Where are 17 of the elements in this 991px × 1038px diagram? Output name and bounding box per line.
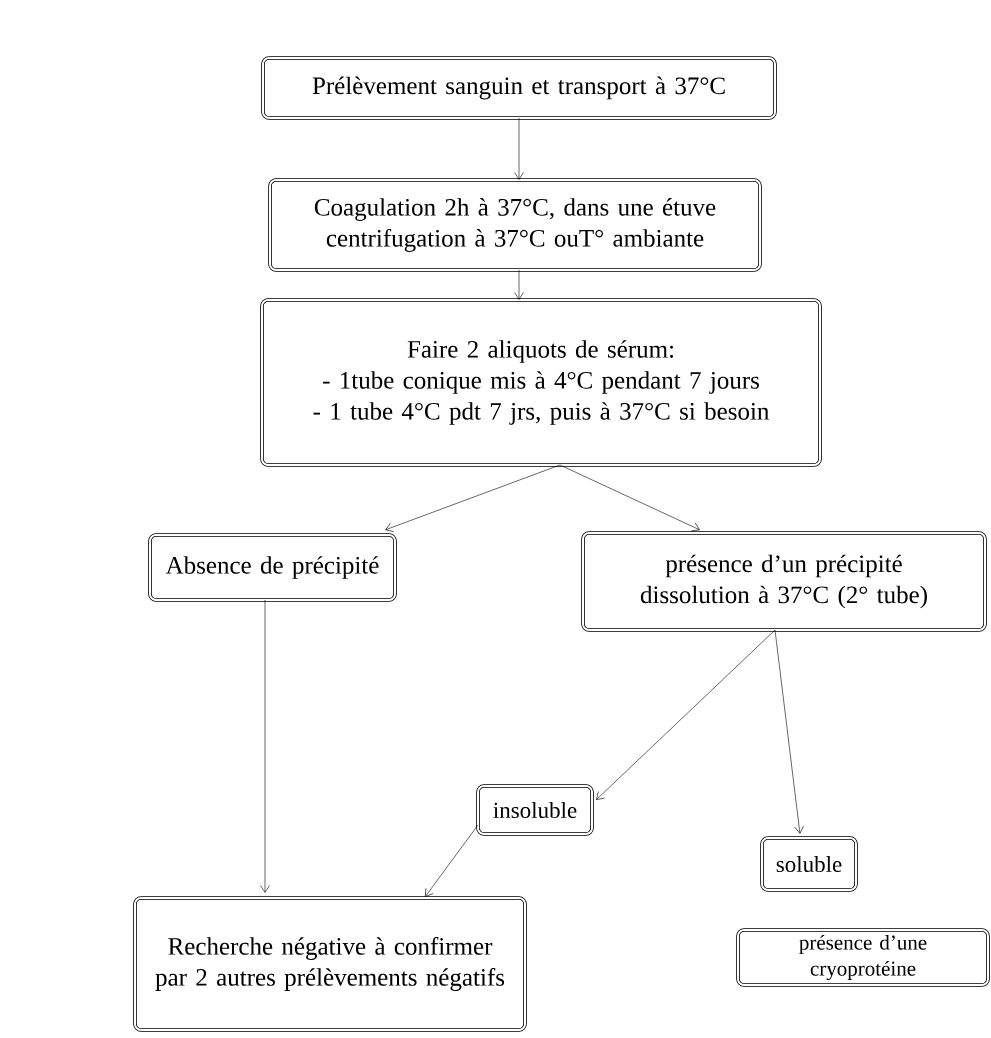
process-box: insoluble: [476, 784, 594, 836]
arrow: [425, 824, 479, 897]
process-box: Recherche négative à confirmer par 2 autres prélèvements négatifs: [133, 896, 527, 1032]
process-box: soluble: [760, 836, 858, 892]
process-box: Coagulation 2h à 37°C, dans une étuve centrifugation à 37°C ouT° ambiante: [268, 178, 762, 272]
arrow: [514, 117, 524, 180]
process-box: Faire 2 aliquots de sérum: - 1tube conique mis à 4°C pendant 7 jours - 1 tube 4°C pdt 7 jrs, puis à 37°C si besoin: [260, 298, 822, 467]
arrow: [774, 629, 804, 834]
process-box: Absence de précipité: [148, 533, 397, 602]
process-box: présence d’une cryoprotéine: [736, 928, 990, 987]
arrow: [596, 629, 776, 800]
process-box: Prélèvement sanguin et transport à 37°C: [261, 56, 777, 120]
arrow: [385, 464, 561, 532]
arrow: [260, 599, 270, 893]
arrow: [514, 269, 524, 300]
process-box: présence d’un précipité dissolution à 37°C (2° tube): [581, 531, 987, 632]
arrow: [559, 464, 700, 532]
